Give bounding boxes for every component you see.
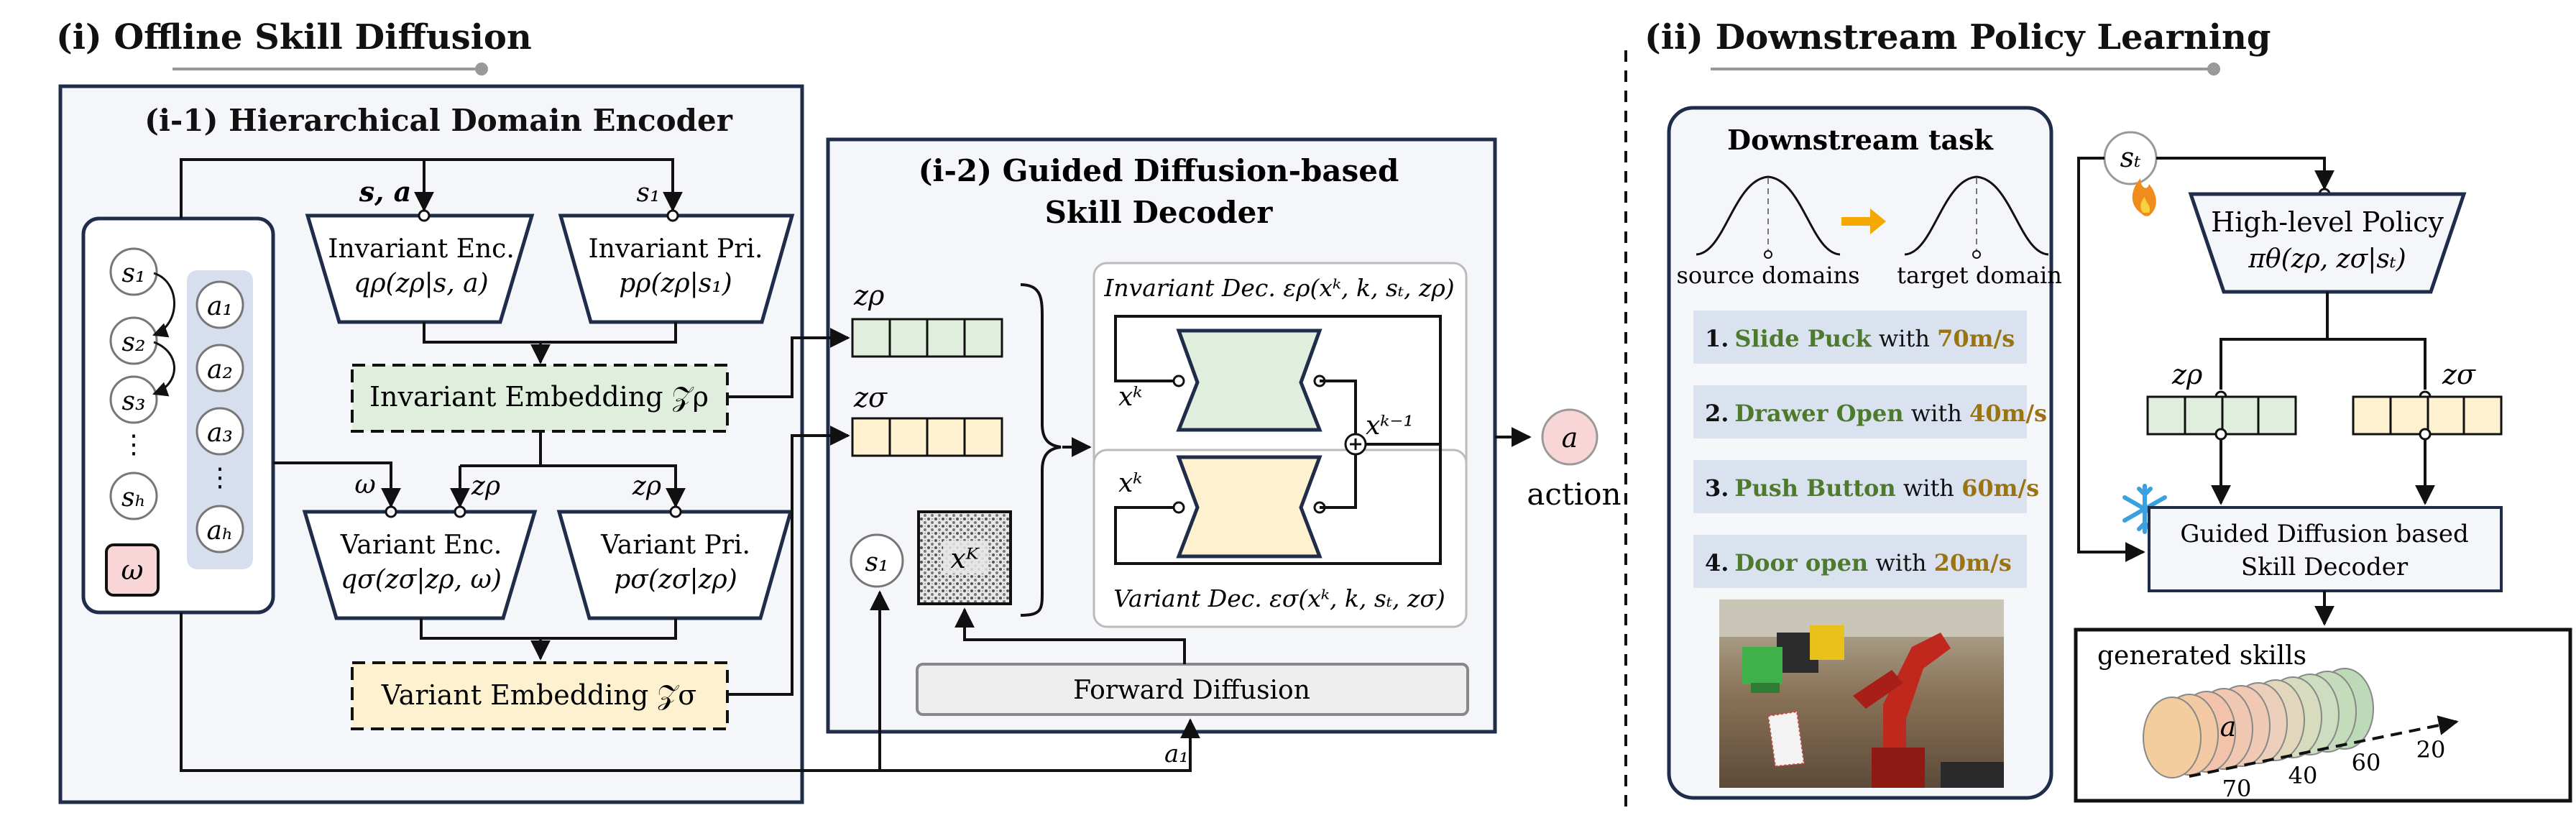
skill-symbol: a xyxy=(2220,711,2237,743)
xk-bottom-label: xᵏ xyxy=(1118,469,1142,498)
z-rho-label: zρ xyxy=(853,280,885,311)
action-label: action xyxy=(1527,477,1621,512)
action-label: a₃ xyxy=(207,418,233,448)
source-domains-label: source domains xyxy=(1676,262,1859,289)
input-sa-label: s, a xyxy=(359,175,411,208)
downstream-title: Downstream task xyxy=(1727,124,1993,156)
input-brace xyxy=(1020,283,1062,617)
svg-text:3.Push Button with 60m/s: 3.Push Button with 60m/s xyxy=(1705,474,2039,502)
policy-decoder-line1: Guided Diffusion based xyxy=(2180,520,2468,548)
variant-unet xyxy=(1176,455,1322,559)
svg-text:2.Drawer Open with 40m/s: 2.Drawer Open with 40m/s xyxy=(1705,400,2047,427)
task-row xyxy=(1693,385,2027,438)
variant-prior xyxy=(556,510,794,620)
target-domain-label: target domain xyxy=(1897,262,2062,289)
zrho-input-label: zρ xyxy=(471,472,500,501)
encoder-title: (i-1) Hierarchical Domain Encoder xyxy=(144,103,733,138)
invariant-enc-formula: qρ(zρ|s, a) xyxy=(354,269,488,298)
invariant-pri-name: Invariant Pri. xyxy=(589,234,763,264)
action-symbol: a xyxy=(1562,422,1578,454)
robot-scene-image xyxy=(1719,599,2004,788)
action-node xyxy=(1541,408,1598,466)
task-row xyxy=(1693,311,2027,364)
state-node-label: sₜ xyxy=(2120,142,2142,173)
variant-embedding-label: Variant Embedding 𝒵σ xyxy=(381,679,697,711)
invariant-prior xyxy=(558,213,795,324)
flame-icon xyxy=(2132,178,2156,216)
speed-tick: 70 xyxy=(2222,775,2252,802)
variant-decoder-label: Variant Dec. εσ(xᵏ, k, sₜ, zσ) xyxy=(1113,584,1445,612)
skill-discs xyxy=(2143,668,2374,778)
policy-skill-decoder xyxy=(2148,506,2503,592)
policy-z-rho-label: zρ xyxy=(2171,359,2203,390)
speed-tick: 20 xyxy=(2416,736,2446,763)
state-label: ⋮ xyxy=(121,430,147,459)
decoder-title-line1: (i-2) Guided Diffusion-based xyxy=(919,153,1399,188)
variant-embedding xyxy=(351,661,729,730)
svg-text:1.Slide Puck with 70m/s: 1.Slide Puck with 70m/s xyxy=(1705,325,2015,352)
invariant-embedding-label: Invariant Embedding 𝒵ρ xyxy=(369,381,709,413)
action-label: a₁ xyxy=(207,292,233,321)
speed-axis xyxy=(2189,715,2459,778)
omega-input-label: ω xyxy=(354,470,375,500)
state-column: s₁ s₂ s₃ ⋮ sₕ xyxy=(109,247,158,520)
input-s1-label: s₁ xyxy=(637,178,661,208)
xk-top-label: xᵏ xyxy=(1118,382,1142,412)
variant-enc-name: Variant Enc. xyxy=(340,530,502,560)
state-label: s₂ xyxy=(122,328,146,357)
xk-minus-1-label: xᵏ⁻¹ xyxy=(1366,411,1414,441)
noise-label: xᴷ xyxy=(950,543,980,574)
forward-diffusion-label: Forward Diffusion xyxy=(1073,676,1310,705)
omega-label: ω xyxy=(121,554,144,586)
speed-tick: 60 xyxy=(2352,749,2381,776)
state-label: s₃ xyxy=(122,387,146,416)
z-sigma-vector xyxy=(851,417,1003,457)
policy-z-sigma-label: zσ xyxy=(2442,359,2476,390)
zrho-input-label: zρ xyxy=(632,472,661,501)
variant-enc-formula: qσ(zσ|zρ, ω) xyxy=(341,565,502,594)
generated-skills-title: generated skills xyxy=(2097,641,2306,671)
speed-tick: 40 xyxy=(2288,762,2318,789)
high-level-policy xyxy=(2188,192,2467,294)
invariant-unet xyxy=(1176,328,1322,432)
policy-z-sigma-vector xyxy=(2352,395,2503,436)
task-list: 1.Slide Puck with 70m/s 2.Drawer Open wi… xyxy=(1693,311,2047,588)
target-gaussian xyxy=(1904,175,2049,256)
invariant-pri-formula: pρ(zρ|s₁) xyxy=(619,269,732,298)
task-row xyxy=(1693,460,2027,513)
invariant-decoder-label: Invariant Dec. ερ(xᵏ, k, sₜ, zρ) xyxy=(1103,274,1454,302)
omega-box xyxy=(105,543,160,597)
source-gaussian xyxy=(1696,175,1841,256)
a1-label: a₁ xyxy=(1164,740,1189,768)
invariant-encoder xyxy=(305,213,535,324)
policy-decoder-line2: Skill Decoder xyxy=(2241,553,2409,582)
action-label: a₂ xyxy=(207,355,233,385)
s1-node xyxy=(850,533,904,588)
state-label: s₁ xyxy=(122,259,146,288)
action-column: a₁ a₂ a₃ ⋮ aₕ xyxy=(196,280,244,553)
invariant-enc-name: Invariant Enc. xyxy=(328,234,515,264)
decoder-title-line2: Skill Decoder xyxy=(1045,195,1274,230)
domain-shift-arrow xyxy=(1841,208,1886,234)
variant-pri-name: Variant Pri. xyxy=(600,530,750,560)
s1-node-label: s₁ xyxy=(865,548,889,577)
state-label: sₕ xyxy=(121,483,146,513)
action-label: ⋮ xyxy=(207,463,233,492)
policy-formula: πθ(zρ, zσ|sₜ) xyxy=(2248,244,2406,274)
section-left-title: (i) Offline Skill Diffusion xyxy=(56,17,532,58)
task-row xyxy=(1693,535,2027,588)
policy-name: High-level Policy xyxy=(2211,206,2444,238)
svg-text:4.Door open with 20m/s: 4.Door open with 20m/s xyxy=(1705,549,2012,576)
z-rho-vector xyxy=(851,318,1003,358)
section-right-title: (ii) Downstream Policy Learning xyxy=(1644,17,2271,58)
forward-diffusion-box xyxy=(916,663,1469,716)
z-sigma-label: zσ xyxy=(853,382,888,413)
variant-pri-formula: pσ(zσ|zρ) xyxy=(614,565,737,594)
action-label: aₕ xyxy=(206,516,233,546)
